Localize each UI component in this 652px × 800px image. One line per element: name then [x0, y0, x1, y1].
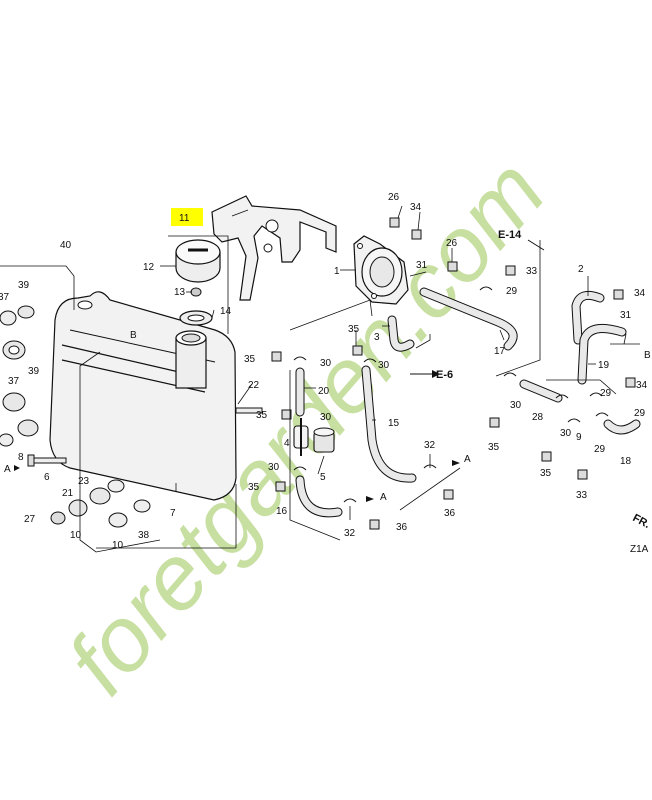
callout-32-a[interactable]: 32: [424, 440, 436, 451]
callout-35-c[interactable]: 35: [248, 482, 260, 493]
callout-38[interactable]: 38: [138, 530, 150, 541]
ref-a-left: A: [4, 464, 11, 475]
callout-31-a[interactable]: 31: [416, 260, 428, 271]
cap-gasket[interactable]: [179, 310, 213, 326]
hose-28[interactable]: [519, 379, 563, 403]
ref-b-tank: B: [130, 330, 137, 341]
filler-neck: [175, 330, 207, 389]
hose-18[interactable]: [603, 419, 641, 435]
callout-30-f[interactable]: 30: [560, 428, 572, 439]
callout-18[interactable]: 18: [620, 456, 632, 467]
cap-chain-nut[interactable]: [190, 287, 202, 297]
callout-15[interactable]: 15: [388, 418, 400, 429]
callout-10-a[interactable]: 10: [70, 530, 82, 541]
callout-17[interactable]: 17: [494, 346, 506, 357]
callout-30-a[interactable]: 30: [320, 358, 332, 369]
fuel-pump[interactable]: [353, 235, 409, 305]
bolt-6[interactable]: [27, 454, 67, 467]
ref-e14[interactable]: E-14: [498, 229, 522, 241]
callout-34-b[interactable]: 34: [634, 288, 646, 299]
callout-34-a[interactable]: 34: [410, 202, 422, 213]
callout-labels: 11 12 13 14 40 37 39 37 39 8 6 23 21 27 …: [0, 192, 648, 551]
callout-29-b[interactable]: 29: [600, 388, 612, 399]
leader-lines: [0, 205, 627, 520]
callout-21[interactable]: 21: [62, 488, 74, 499]
callout-30-d[interactable]: 30: [378, 360, 390, 371]
callout-27[interactable]: 27: [24, 514, 36, 525]
callout-35-a[interactable]: 35: [244, 354, 256, 365]
bolt-22[interactable]: [235, 407, 263, 414]
callout-30-c[interactable]: 30: [268, 462, 280, 473]
callout-39-upper[interactable]: 39: [18, 280, 30, 291]
hose-2[interactable]: [571, 290, 605, 345]
hose-17[interactable]: [419, 287, 518, 351]
callout-3[interactable]: 3: [374, 332, 380, 343]
callout-39-lower[interactable]: 39: [28, 366, 40, 377]
callout-26-a[interactable]: 26: [388, 192, 400, 203]
callout-10-b[interactable]: 10: [112, 540, 124, 551]
callout-33-b[interactable]: 33: [576, 490, 588, 501]
callout-4[interactable]: 4: [284, 438, 290, 449]
callout-30-b[interactable]: 30: [320, 412, 332, 423]
grommet-37-39-lower[interactable]: [0, 392, 39, 447]
small-hardware[interactable]: [271, 217, 636, 530]
hose-3[interactable]: [387, 315, 415, 352]
callout-12[interactable]: 12: [143, 262, 155, 273]
callout-36-a[interactable]: 36: [396, 522, 408, 533]
callout-28[interactable]: 28: [532, 412, 544, 423]
highlight-part-11: [171, 208, 203, 226]
diagram-code: Z1A: [630, 544, 649, 555]
ref-a-bottom: A: [380, 492, 387, 503]
callout-1[interactable]: 1: [334, 266, 340, 277]
callout-37-lower[interactable]: 37: [8, 376, 20, 387]
callout-35-b[interactable]: 35: [256, 410, 268, 421]
callout-26-b[interactable]: 26: [446, 238, 458, 249]
callout-35-e[interactable]: 35: [488, 442, 500, 453]
fuel-cock[interactable]: [313, 427, 335, 453]
hose-19[interactable]: [577, 323, 627, 385]
callout-11[interactable]: 11: [179, 213, 190, 224]
callout-20[interactable]: 20: [318, 386, 330, 397]
hose-16[interactable]: [295, 475, 343, 518]
callout-34-c[interactable]: 34: [636, 380, 648, 391]
callout-30-e[interactable]: 30: [510, 400, 522, 411]
callout-14[interactable]: 14: [220, 306, 232, 317]
callout-29-c[interactable]: 29: [594, 444, 606, 455]
callout-29-a[interactable]: 29: [506, 286, 518, 297]
callout-29-d[interactable]: 29: [634, 408, 646, 419]
group-boxes: [79, 235, 640, 553]
callout-33-a[interactable]: 33: [526, 266, 538, 277]
callout-35-f[interactable]: 35: [540, 468, 552, 479]
callout-13[interactable]: 13: [174, 287, 186, 298]
callout-36-b[interactable]: 36: [444, 508, 456, 519]
callout-23[interactable]: 23: [78, 476, 90, 487]
callout-37-upper[interactable]: 37: [0, 292, 10, 303]
callout-7[interactable]: 7: [170, 508, 176, 519]
fuel-cap[interactable]: [175, 239, 221, 283]
ref-b-right: B: [644, 350, 651, 361]
callout-32-b[interactable]: 32: [344, 528, 356, 539]
washers-21-23[interactable]: [50, 479, 125, 525]
hose-15[interactable]: [361, 365, 417, 483]
callout-6[interactable]: 6: [44, 472, 50, 483]
fuel-filter[interactable]: [293, 418, 309, 456]
callout-5[interactable]: 5: [320, 472, 326, 483]
callout-8[interactable]: 8: [18, 452, 24, 463]
collar-10-38[interactable]: [108, 499, 151, 528]
callout-16[interactable]: 16: [276, 506, 288, 517]
grommet-37-39-upper[interactable]: [0, 305, 35, 360]
callout-19[interactable]: 19: [598, 360, 610, 371]
callout-31-b[interactable]: 31: [620, 310, 632, 321]
direction-fr: FR.: [631, 512, 652, 531]
callout-2[interactable]: 2: [578, 264, 584, 275]
ref-e6[interactable]: E-6: [436, 369, 453, 381]
callout-35-d[interactable]: 35: [348, 324, 360, 335]
tank-bracket[interactable]: [211, 195, 337, 301]
callout-22[interactable]: 22: [248, 380, 260, 391]
callout-9[interactable]: 9: [576, 432, 582, 443]
callout-40[interactable]: 40: [60, 240, 72, 251]
ref-a-right: A: [464, 454, 471, 465]
